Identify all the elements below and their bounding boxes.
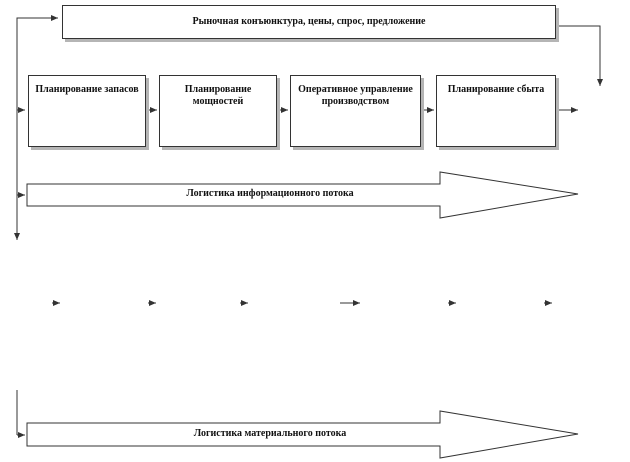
left-feedback-lines <box>14 15 58 438</box>
material-flow-label: Логистика материального потока <box>193 428 347 439</box>
planning-box-inventory: Планирование запасов <box>28 75 146 147</box>
planning-box-capacity-label: Планирование мощностей <box>184 84 252 107</box>
material-flow-arrow-shape <box>26 410 579 459</box>
planning-box-inventory-label: Планирование запасов <box>35 84 139 95</box>
info-flow-label: Логистика информационного потока <box>186 188 354 199</box>
market-conditions-box: Рыночная конъюнктура, цены, спрос, предл… <box>62 5 556 39</box>
right-drop-line <box>556 25 603 86</box>
operational-management-box: Оперативное управление производством <box>290 75 421 147</box>
planning-box-capacity: Планирование мощностей <box>159 75 277 147</box>
planning-box-sales: Планирование сбыта <box>436 75 556 147</box>
planning-box-sales-label: Планирование сбыта <box>447 84 545 95</box>
info-flow-arrow-shape <box>26 171 579 219</box>
market-conditions-label: Рыночная конъюнктура, цены, спрос, предл… <box>192 16 426 27</box>
operational-management-label: Оперативное управление производством <box>298 84 413 107</box>
